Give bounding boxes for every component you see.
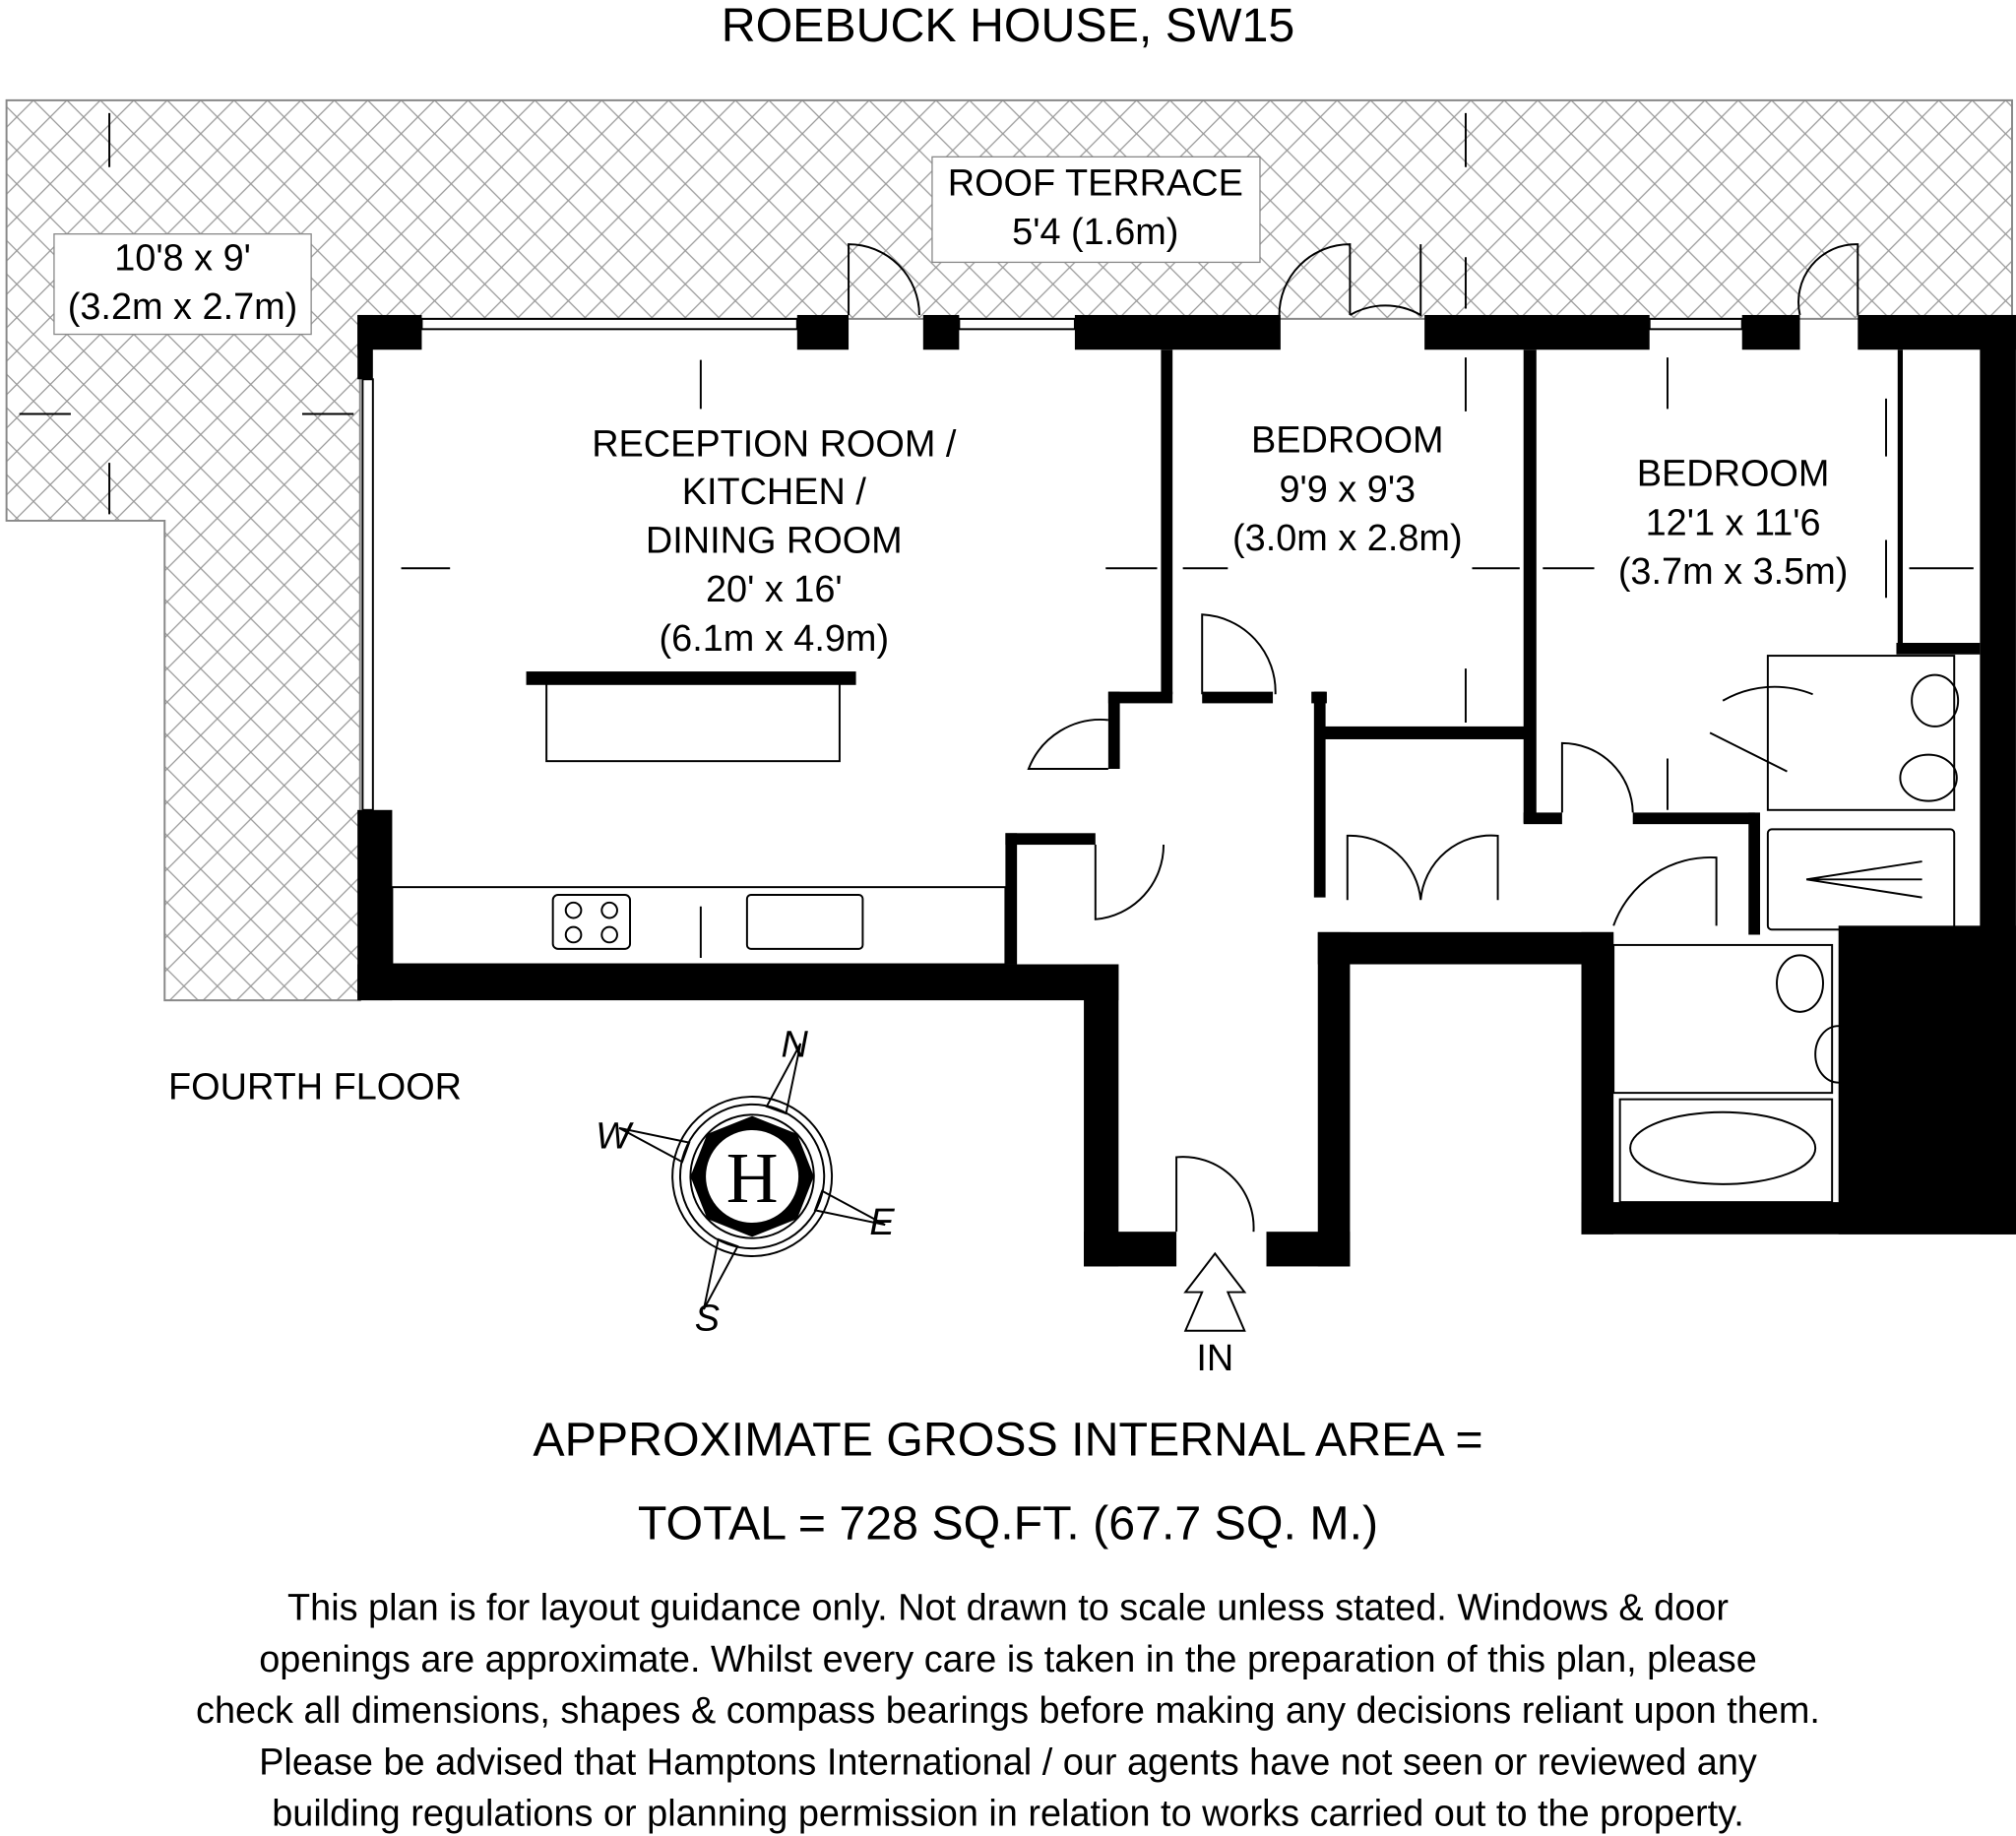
windows	[361, 317, 1743, 811]
bedroom1-dims-imperial: 9'9 x 9'3	[1279, 469, 1416, 510]
bedroom2-dims-metric: (3.7m x 3.5m)	[1618, 551, 1849, 593]
doors	[848, 243, 1859, 1233]
interior-floor	[392, 349, 1981, 1233]
compass: H N E S W	[596, 1025, 895, 1340]
terrace-left-dims-imperial: 10'8 x 9'	[114, 237, 251, 279]
entrance-arrow-icon	[1183, 1251, 1247, 1332]
reception-dims-imperial: 20' x 16'	[706, 569, 843, 610]
terrace-left-label-box	[53, 233, 312, 336]
roof-terrace-dims: 5'4 (1.6m)	[1012, 212, 1178, 253]
disclaimer-line: building regulations or planning permiss…	[272, 1794, 1744, 1835]
area-line-1: APPROXIMATE GROSS INTERNAL AREA =	[533, 1413, 1482, 1466]
floor-label: FOURTH FLOOR	[168, 1067, 462, 1108]
bedroom1-dims-metric: (3.0m x 2.8m)	[1232, 518, 1463, 559]
bedroom1-name: BEDROOM	[1251, 420, 1444, 462]
sink	[745, 894, 864, 950]
entrance-label: IN	[1196, 1338, 1233, 1379]
roof-terrace-label-box	[931, 156, 1261, 264]
compass-n: N	[782, 1025, 809, 1066]
kitchen-counter	[391, 886, 1007, 966]
bedroom2-name: BEDROOM	[1637, 454, 1830, 495]
plan-title: ROEBUCK HOUSE, SW15	[722, 0, 1295, 52]
hob	[551, 894, 632, 950]
reception-label-3: DINING ROOM	[646, 521, 903, 562]
disclaimer-line: check all dimensions, shapes & compass b…	[196, 1690, 1820, 1732]
reception-label-1: RECEPTION ROOM /	[592, 424, 957, 466]
compass-s: S	[695, 1298, 720, 1340]
disclaimer-line: Please be advised that Hamptons Internat…	[259, 1741, 1757, 1783]
roof-terrace-name: ROOF TERRACE	[948, 163, 1243, 205]
fixtures	[391, 655, 1960, 1204]
disclaimer-line: This plan is for layout guidance only. N…	[287, 1588, 1729, 1629]
dimension-arrows	[19, 112, 1974, 958]
walls	[357, 314, 2016, 1267]
disclaimer-line: openings are approximate. Whilst every c…	[259, 1639, 1757, 1680]
compass-w: W	[596, 1115, 634, 1157]
compass-e: E	[869, 1202, 895, 1243]
area-line-2: TOTAL = 728 SQ.FT. (67.7 SQ. M.)	[638, 1496, 1378, 1550]
reception-label-2: KITCHEN /	[682, 472, 867, 513]
compass-logo: H	[726, 1138, 779, 1218]
terrace-left-dims-metric: (3.2m x 2.7m)	[68, 286, 298, 328]
reception-dims-metric: (6.1m x 4.9m)	[660, 618, 890, 660]
bedroom2-dims-imperial: 12'1 x 11'6	[1646, 502, 1821, 543]
